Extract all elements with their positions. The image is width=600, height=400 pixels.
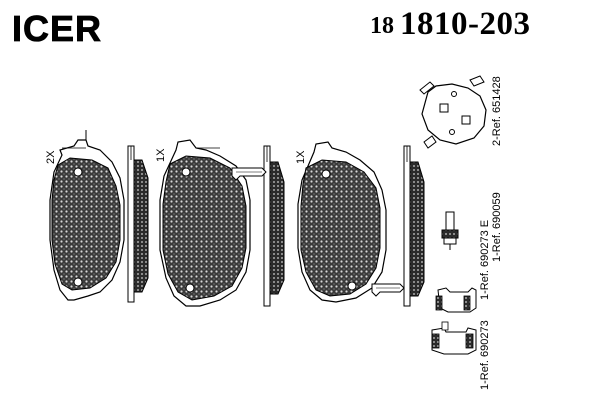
spring-clip-accessory: [419, 75, 487, 149]
bracket-reference-label: 1-Ref. 690273 E: [479, 219, 491, 300]
pad-2-front-view: [159, 139, 251, 307]
pad-1-front-view: [49, 130, 125, 301]
clip-reference-label: 2-Ref. 651428: [491, 76, 503, 146]
guide-bracket-e-accessory: [435, 287, 477, 313]
pad-1-quantity-label: 2X: [45, 150, 57, 164]
pad-3-quantity-label: 1X: [295, 150, 307, 164]
icer-logo-graphic: ICER: [10, 8, 132, 49]
guide-plate-accessory: [431, 321, 477, 355]
pad-1-side-view: [127, 145, 149, 303]
plate-reference-label: 1-Ref. 690273: [479, 320, 491, 390]
pad-2-side-view: [231, 145, 285, 307]
sensor-reference-label: 1-Ref. 690059: [491, 192, 503, 262]
logo-text: ICER: [12, 8, 102, 48]
pad-3-front-view: [297, 141, 387, 303]
icer-logo: ICER: [10, 8, 132, 49]
part-number-prefix: 18: [370, 13, 394, 39]
pad-2-quantity-label: 1X: [155, 148, 167, 162]
wear-sensor-accessory: [441, 211, 459, 250]
part-number-main: 1810-203: [400, 6, 531, 42]
pad-3-side-view: [371, 145, 425, 307]
